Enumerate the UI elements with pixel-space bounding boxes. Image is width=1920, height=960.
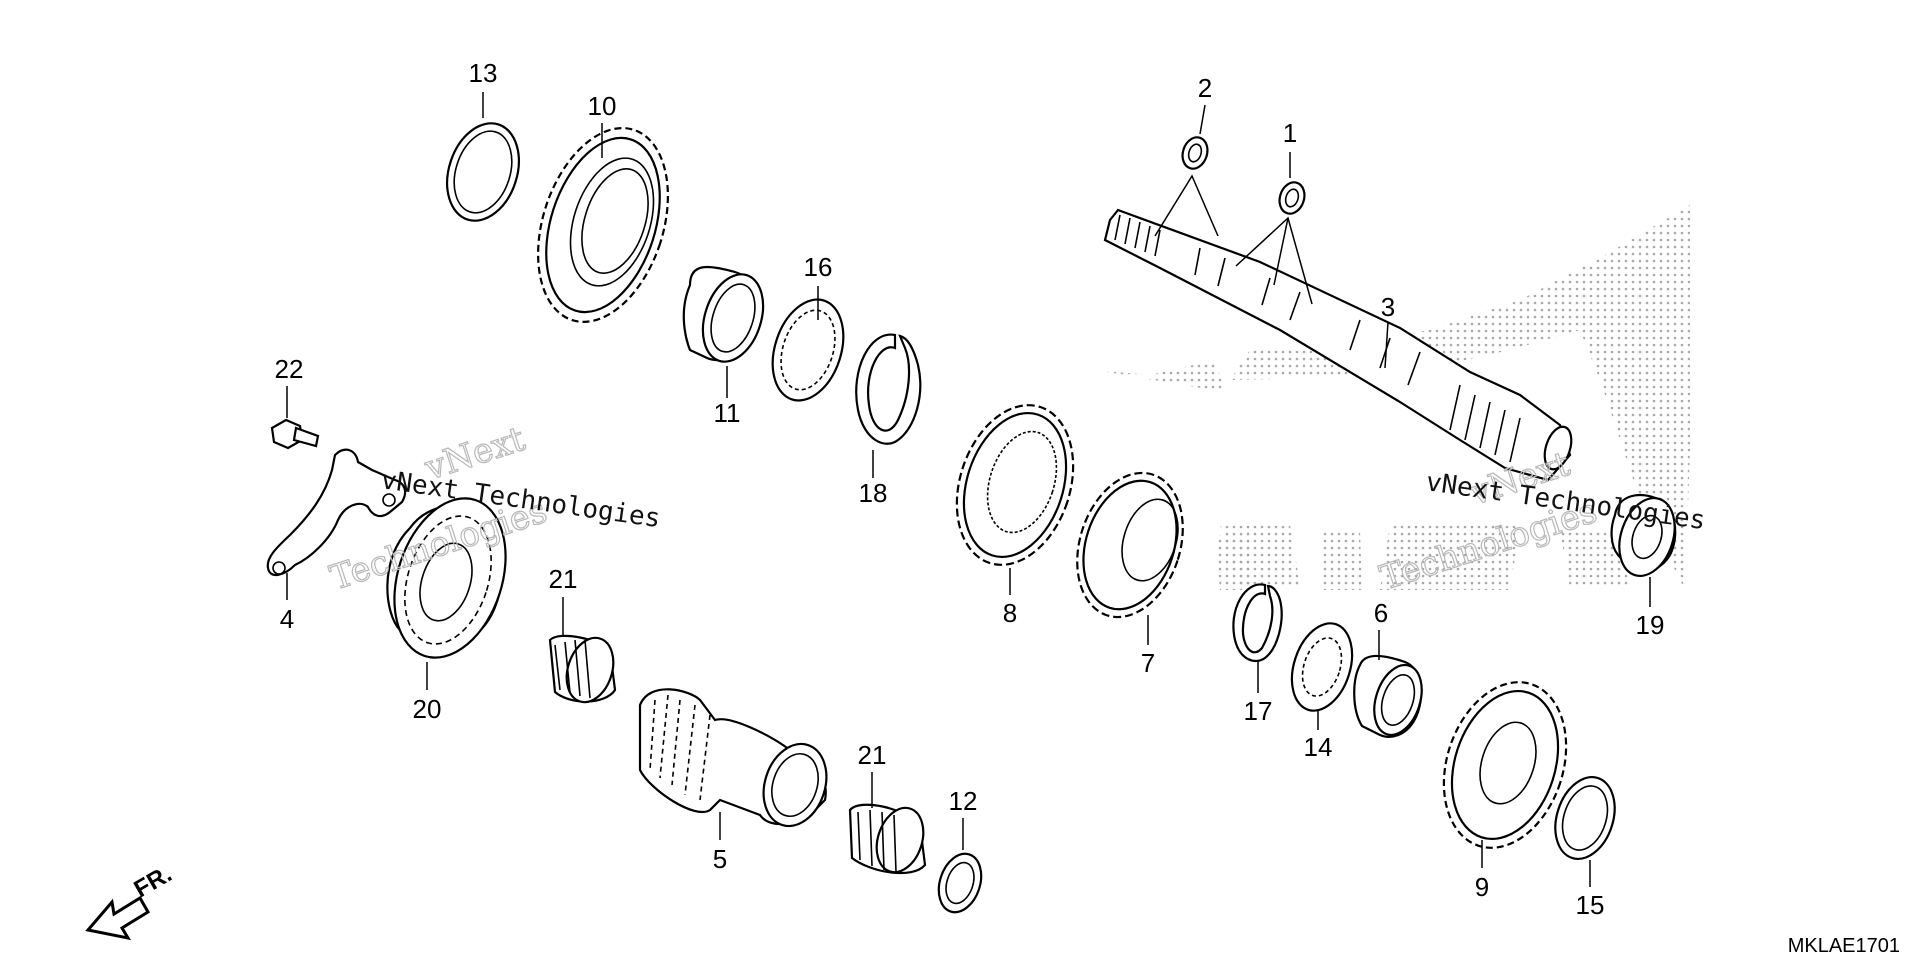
callout-3: 3 xyxy=(1381,292,1395,322)
part-14-splined-washer xyxy=(1290,622,1354,712)
callout-14: 14 xyxy=(1304,732,1333,762)
part-17-snap-ring xyxy=(1232,583,1283,663)
callout-6: 6 xyxy=(1374,598,1388,628)
callout-12: 12 xyxy=(949,786,978,816)
part-5-gear-cluster xyxy=(638,688,828,828)
part-6-bushing xyxy=(1353,654,1423,738)
part-19-bearing xyxy=(1610,493,1677,577)
callout-7: 7 xyxy=(1141,648,1155,678)
callout-21b: 21 xyxy=(858,740,887,770)
callout-16: 16 xyxy=(804,252,833,282)
part-9-gear xyxy=(1442,681,1568,849)
callout-17: 17 xyxy=(1244,696,1273,726)
callout-15: 15 xyxy=(1576,890,1605,920)
part-7-gear xyxy=(1076,471,1184,619)
part-16-splined-washer xyxy=(771,298,845,402)
part-15-washer xyxy=(1554,776,1616,860)
callout-20: 20 xyxy=(413,694,442,724)
arrow-left-icon xyxy=(85,895,151,941)
callout-9: 9 xyxy=(1475,872,1489,902)
callout-13: 13 xyxy=(469,58,498,88)
part-1-collar xyxy=(1278,181,1306,215)
callout-18: 18 xyxy=(859,478,888,508)
callout-10: 10 xyxy=(588,91,617,121)
part-13-washer xyxy=(446,122,520,222)
part-12-lock-washer xyxy=(937,852,983,914)
callout-8: 8 xyxy=(1003,598,1017,628)
callout-11: 11 xyxy=(714,398,741,428)
callout-21a: 21 xyxy=(549,564,578,594)
callout-22: 22 xyxy=(275,354,304,384)
leader-lines xyxy=(286,92,1651,887)
callout-labels: 13 10 2 1 3 16 11 18 22 4 20 21 5 21 12 … xyxy=(275,58,1665,920)
front-direction-arrow: FR. xyxy=(85,860,177,941)
part-21b-needle-bearing xyxy=(848,803,927,875)
part-4-plate xyxy=(266,448,407,577)
part-22-bolt xyxy=(270,418,320,450)
part-11-bushing xyxy=(682,265,765,363)
callout-2: 2 xyxy=(1198,73,1212,103)
part-2-collar xyxy=(1181,136,1209,170)
part-10-gear xyxy=(537,127,669,323)
part-3-mainshaft xyxy=(1103,208,1573,482)
part-18-snap-ring xyxy=(855,333,922,445)
part-21a-needle-bearing xyxy=(548,634,617,704)
callout-19: 19 xyxy=(1636,610,1665,640)
diagram-code: MKLAE1701 xyxy=(1788,935,1900,957)
direction-label: FR. xyxy=(130,860,177,903)
callout-4: 4 xyxy=(280,604,294,634)
callout-5: 5 xyxy=(713,844,727,874)
part-8-gear xyxy=(955,404,1075,566)
logo-watermark xyxy=(1095,205,1690,590)
callout-1: 1 xyxy=(1283,118,1297,148)
part-20-bearing xyxy=(386,497,507,659)
